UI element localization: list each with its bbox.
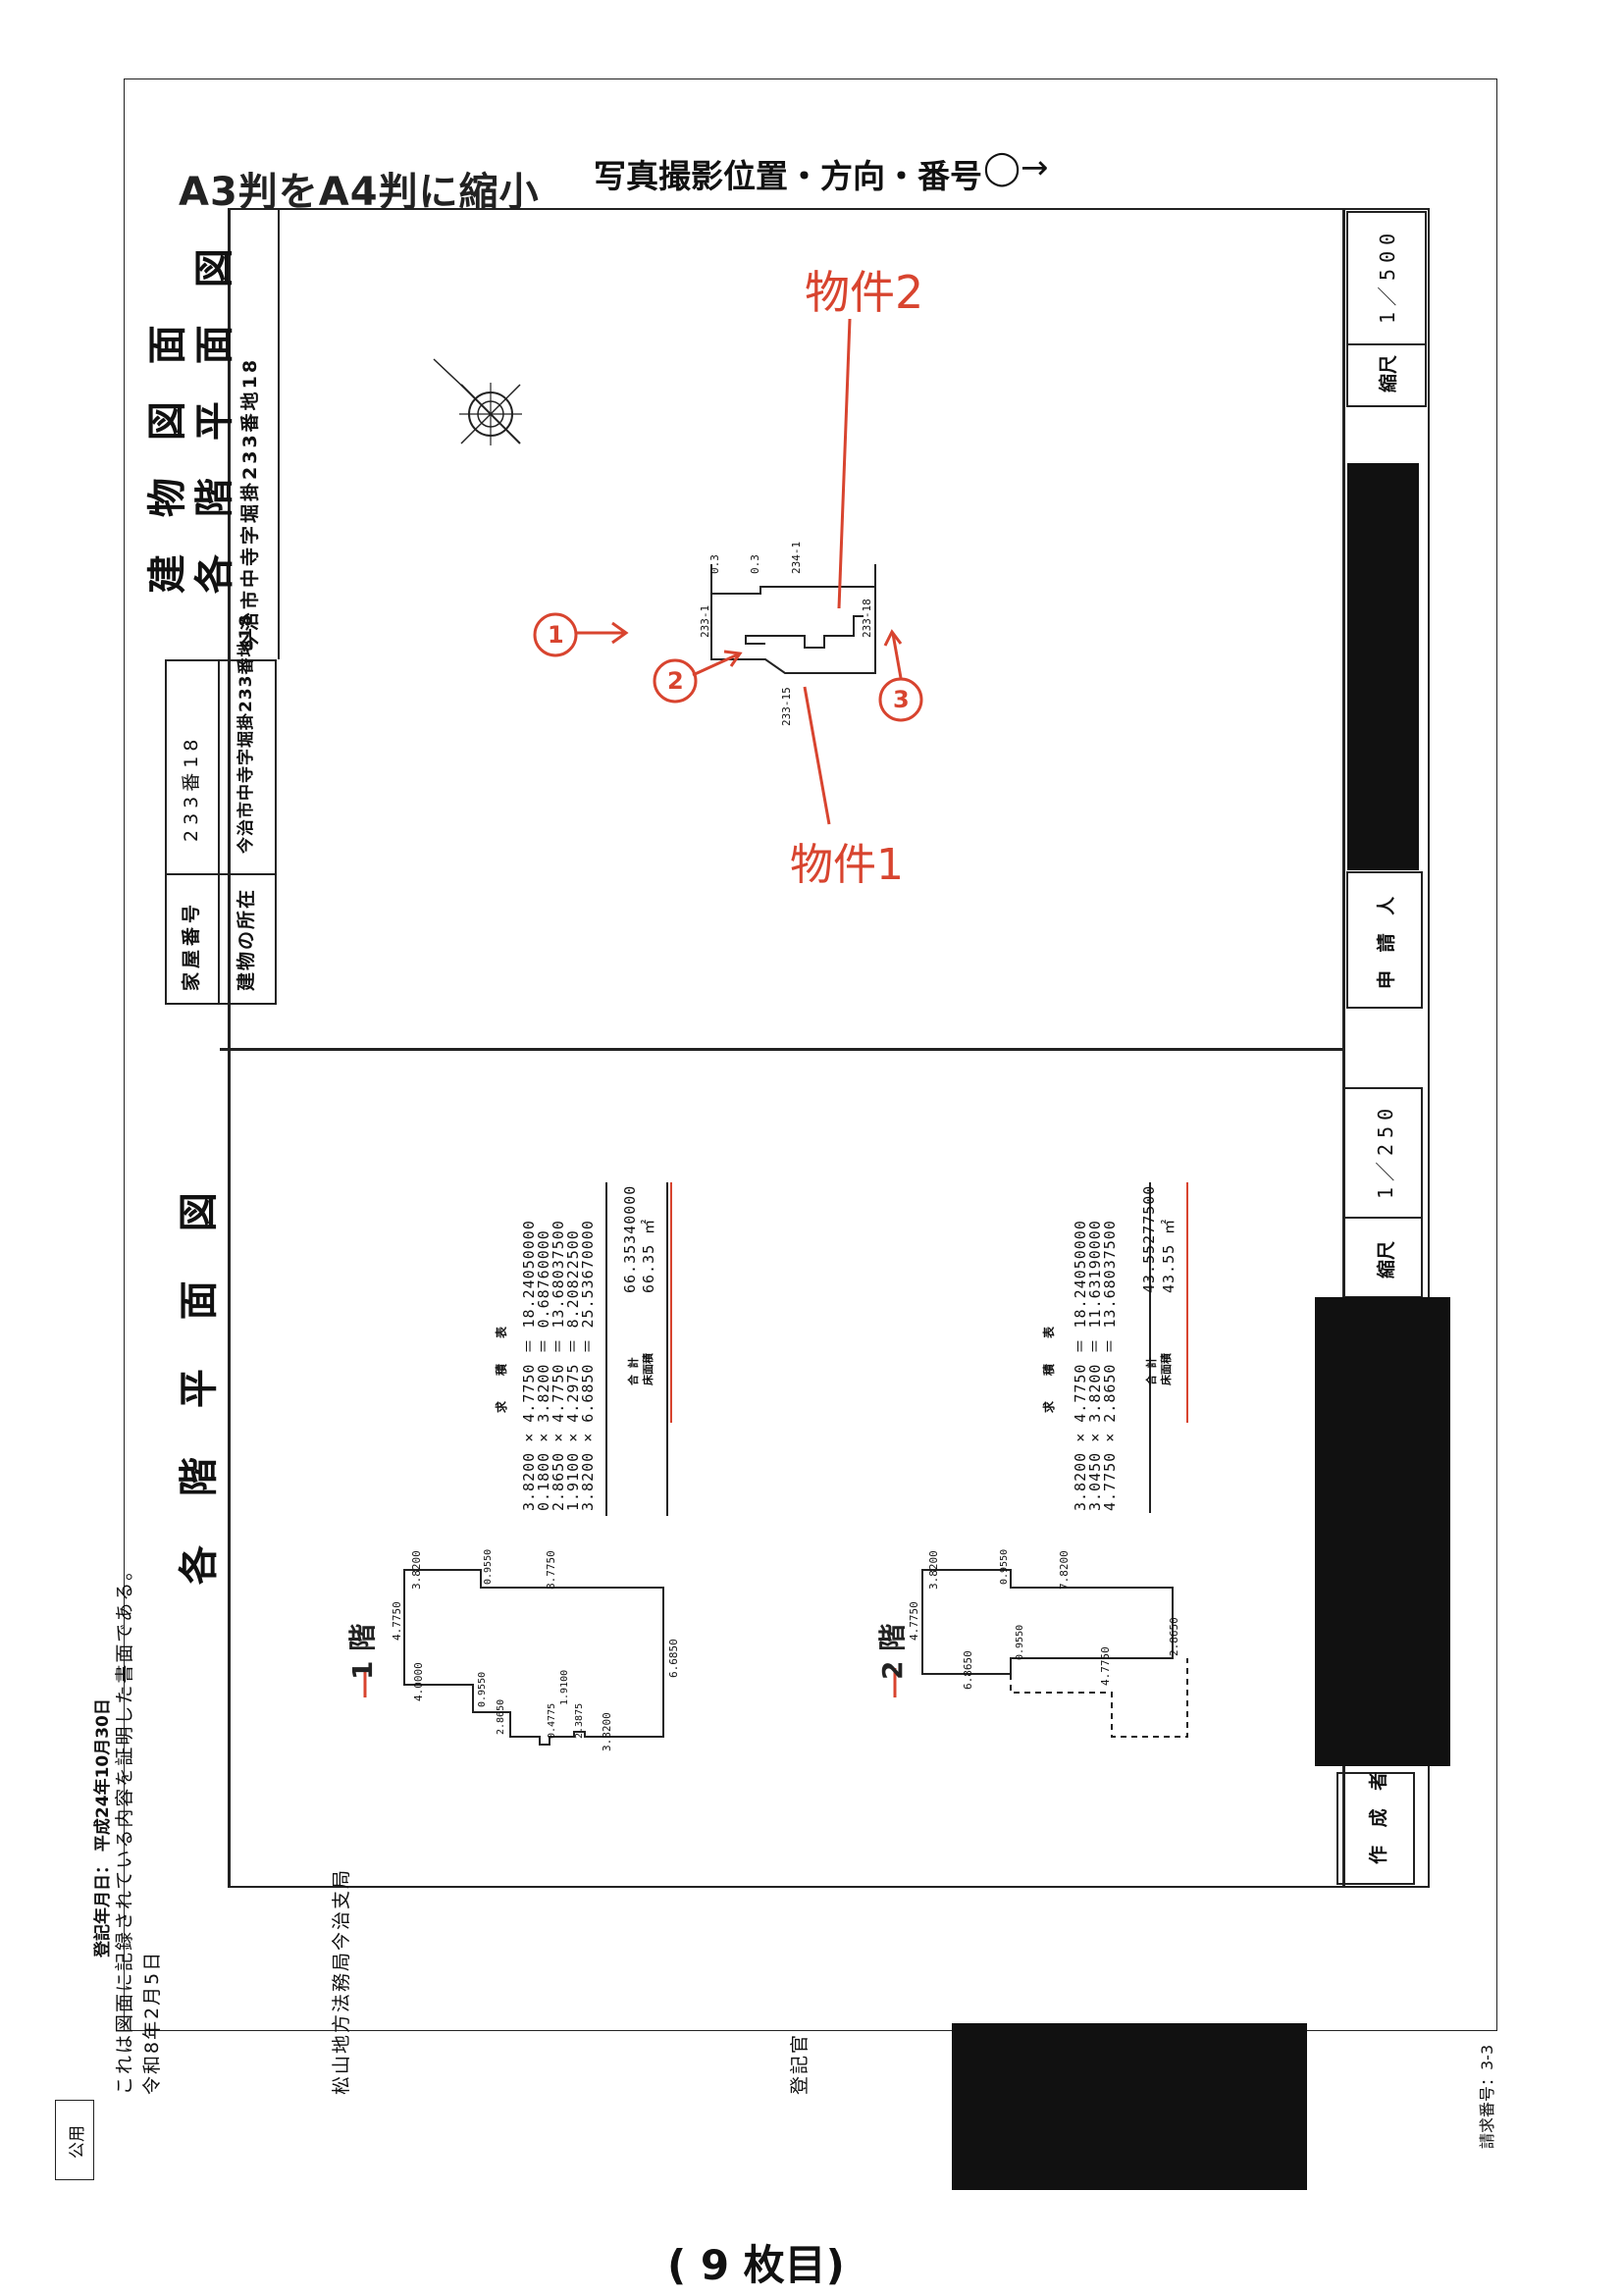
author-box (1336, 1772, 1415, 1885)
floor1-dim-0: 3.8200 (410, 1550, 423, 1590)
house-info-row-sep (218, 659, 220, 1005)
certification-office: 松山地方法務局今治支局 (331, 1867, 352, 2095)
location-label: 建物の所在 (236, 887, 257, 991)
house-info-table (165, 659, 277, 1005)
sheet-divider (220, 1048, 1343, 1051)
scale-box-top-sep (1346, 343, 1427, 345)
house-info-col-sep (165, 873, 277, 875)
lot-label-3: 233-1 (699, 604, 711, 638)
lot-label-4: 233-18 (861, 599, 873, 638)
reduction-note: A3判をA4判に縮小 (179, 170, 540, 215)
calc-header-0: 求 (495, 1375, 508, 1413)
lot-label-2: 234-1 (790, 541, 803, 574)
floor1-dim-9: 2.3875 (574, 1702, 585, 1739)
certification-text: これは図面に記録されている内容を証明した書面である。 (114, 1559, 135, 2095)
calc-header-0: 求 (1042, 1375, 1056, 1413)
floor2-label: 2 階 (876, 1623, 909, 1680)
scale-label-top: 縮尺 (1378, 354, 1399, 392)
floor2-dim-2: 7.8200 (1058, 1550, 1071, 1590)
marker-1: 1 (548, 621, 564, 649)
scale-label-bottom: 縮尺 (1376, 1240, 1397, 1278)
floor1-calc-rows: 3.8200 × 4.7750 ＝ 18.24050000 0.1800 × 3… (520, 1220, 597, 1511)
property1-annotation: 物件1 (790, 840, 904, 890)
floor2-dim-7: 2.8650 (1168, 1617, 1180, 1656)
title-box-right (278, 208, 280, 659)
floor2-area-label: 床面積 (1160, 1353, 1173, 1385)
house-number-label: 家屋番号 (181, 900, 202, 991)
document-outer-frame (124, 78, 1497, 2031)
address-inline: 今治市中寺字堀掛233番地18 (239, 356, 261, 652)
request-number: 請求番号：3-3 (1478, 2044, 1496, 2149)
property2-annotation: 物件2 (805, 266, 924, 319)
page-count: ( 9 枚目) (667, 2241, 845, 2289)
floor1-dim-10: 6.6850 (667, 1639, 680, 1678)
floor1-dim-6: 2.8650 (496, 1698, 506, 1735)
scale-box-top (1346, 211, 1427, 407)
calc-header-1: 積 (1042, 1337, 1056, 1376)
floor2-dim-1: 0.9550 (999, 1548, 1010, 1585)
title-block-divider (228, 208, 231, 1888)
floor1-dim-11: 3.8200 (601, 1712, 613, 1751)
floor2-dim-6: 4.7750 (1099, 1646, 1112, 1686)
floor-plan-title: 各 階 平 面 図 (176, 1174, 222, 1585)
right-column-divider (1342, 208, 1345, 1888)
redaction-author (1315, 1297, 1450, 1766)
floor1-total-label: 合 計 (627, 1357, 640, 1385)
public-stamp (55, 2100, 94, 2180)
scale-value-bottom: 1／250 (1374, 1102, 1397, 1199)
floor1-area: 66.35 ㎡ (640, 1218, 657, 1293)
floor2-calc-header: 求積表 (1040, 1301, 1057, 1413)
floor1-dim-1: 0.9550 (483, 1548, 494, 1585)
floor2-dim-0: 3.8200 (927, 1550, 940, 1590)
house-number-value: 233番18 (181, 734, 202, 842)
marker-3: 3 (893, 686, 910, 713)
applicant-box (1346, 871, 1423, 1009)
floor1-dim-2: 8.7750 (545, 1550, 557, 1590)
floor1-calc-header: 求積表 (493, 1301, 509, 1413)
registrar-label: 登記官 (789, 2032, 811, 2095)
floor1-dim-8: 1.9100 (559, 1669, 570, 1705)
floor2-dim-3: 4.7750 (908, 1601, 920, 1641)
author-label: 作 成 者 (1368, 1765, 1389, 1864)
public-stamp-text: 公用 (68, 2125, 87, 2159)
redaction-applicant (1347, 463, 1419, 870)
lot-label-0: 0.3 (708, 554, 721, 574)
floor1-label: 1 階 (346, 1623, 379, 1680)
floor1-dim-7: 0.4775 (547, 1702, 557, 1739)
floor2-total: 43.55277500 (1140, 1184, 1158, 1293)
location-value: 今治市中寺字堀掛233番地18 (236, 613, 256, 854)
floor2-dim-4: 0.9550 (1015, 1624, 1025, 1660)
calc-row: 3.8200 × 6.6850 ＝ 25.53670000 (579, 1220, 597, 1511)
redaction-registrar (952, 2023, 1307, 2190)
marker-2: 2 (667, 667, 684, 695)
lot-label-1: 0.3 (749, 554, 761, 574)
photo-position-note: 写真撮影位置・方向・番号 (594, 157, 982, 195)
floor1-area-label: 床面積 (642, 1353, 654, 1385)
floor1-dim-4: 4.0000 (412, 1662, 425, 1701)
calc-header-1: 積 (495, 1337, 508, 1376)
floor2-total-label: 合 計 (1145, 1357, 1158, 1385)
floor2-dim-5: 6.8650 (962, 1650, 974, 1690)
floor2-area: 43.55 ㎡ (1160, 1218, 1178, 1293)
scale-value-top: 1／500 (1376, 227, 1399, 324)
calc-header-2: 表 (1042, 1300, 1056, 1338)
calc-header-2: 表 (495, 1300, 508, 1338)
photo-symbol: ◯→ (983, 148, 1049, 187)
floor2-calc-rows: 3.8200 × 4.7750 ＝ 18.24050000 3.0450 × 3… (1072, 1220, 1119, 1511)
scale-box-bottom-sep (1342, 1217, 1423, 1219)
certification-date: 令和8年2月5日 (141, 1950, 163, 2095)
floor1-total: 66.35340000 (621, 1184, 639, 1293)
drawing-subtitle: 各 階 平 面 図 (191, 236, 237, 594)
floor1-dim-3: 4.7750 (391, 1601, 403, 1641)
lot-label-5: 233-15 (780, 687, 793, 726)
calc-row: 4.7750 × 2.8650 ＝ 13.68037500 (1101, 1220, 1119, 1511)
applicant-label: 申 請 人 (1376, 890, 1397, 989)
floor1-dim-5: 0.9550 (477, 1671, 488, 1707)
